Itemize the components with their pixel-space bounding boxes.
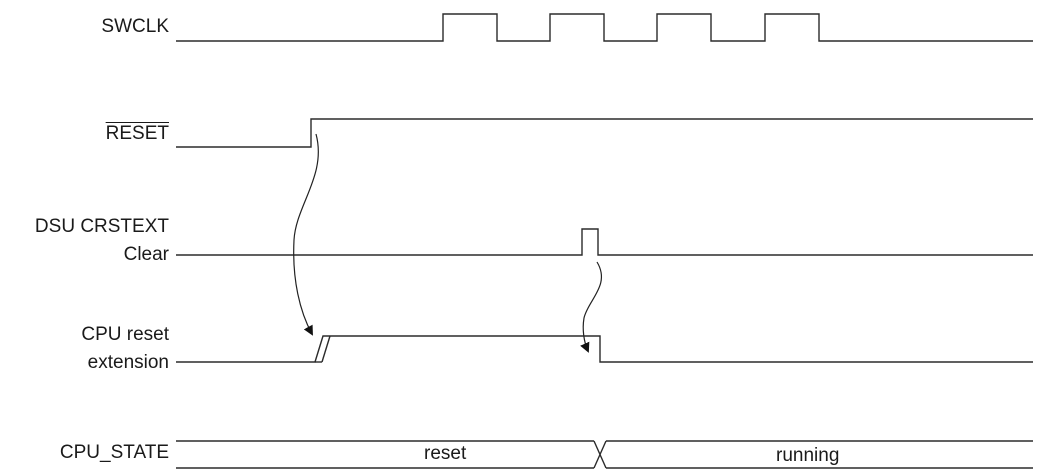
label-dsu-crstext: DSU CRSTEXT (34, 216, 169, 237)
swclk-wave (176, 13, 1033, 42)
label-dsu-clear: Clear (123, 244, 169, 265)
cpu-reset-extension-wave (176, 335, 1033, 363)
bus-value-running: running (776, 445, 840, 466)
arrow-clear-to-extension (580, 261, 603, 353)
reset-wave (176, 118, 1033, 148)
arrow-reset-to-extension (293, 133, 319, 336)
dsu-clear-wave (176, 228, 1033, 256)
label-reset: RESET (105, 123, 169, 144)
label-cpu-reset: CPU reset (81, 324, 169, 345)
label-cpu-state: CPU_STATE (59, 442, 169, 463)
bus-value-reset: reset (424, 443, 467, 464)
cpu-state-bus (176, 440, 1033, 469)
label-cpu-extension: extension (87, 352, 169, 373)
label-swclk: SWCLK (101, 16, 169, 37)
